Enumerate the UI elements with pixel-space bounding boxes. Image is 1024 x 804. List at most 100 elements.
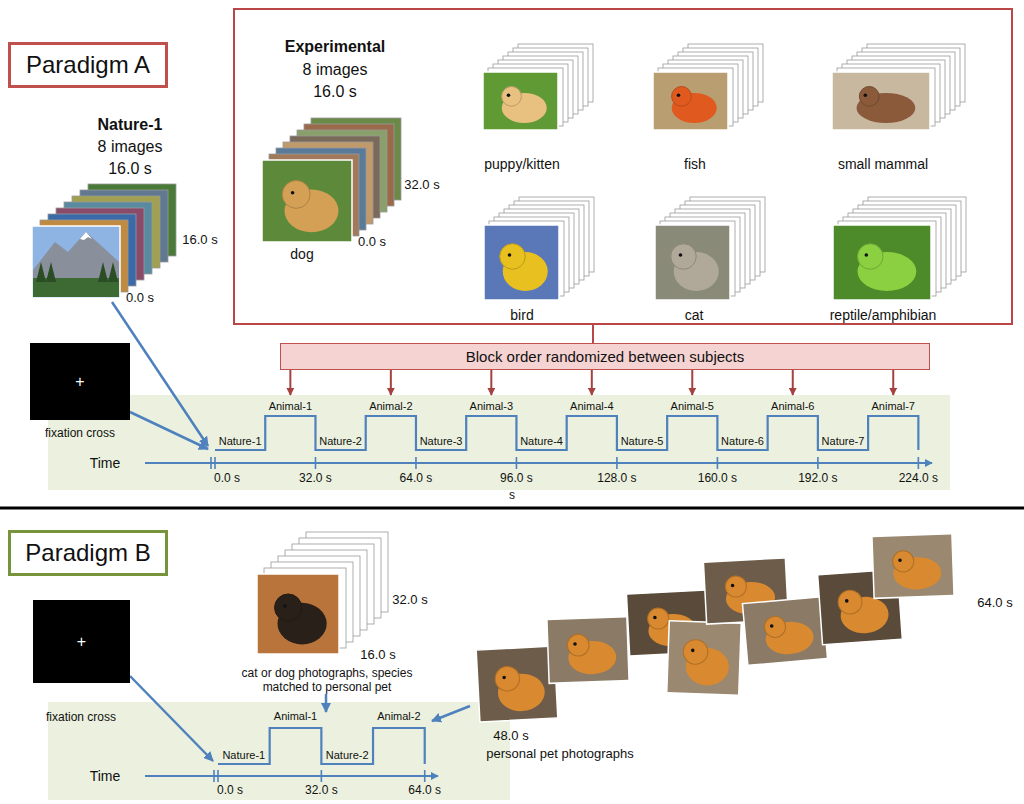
timeline-band-fill (48, 702, 510, 800)
animal-figure (839, 595, 889, 635)
axis-label: Time (90, 455, 121, 471)
animal-head (494, 666, 520, 692)
category-photo (653, 72, 728, 130)
connector-line (592, 325, 594, 343)
pet-photo-group (476, 646, 558, 722)
paradigm-title: Paradigm A (26, 51, 150, 79)
connector-arrow (591, 370, 593, 395)
time-tick (321, 770, 323, 782)
time-tick (214, 457, 216, 469)
pet-photo-group (667, 621, 741, 695)
photo-group (872, 534, 954, 599)
time-tick (918, 457, 920, 469)
photo-group (832, 72, 930, 130)
phase-label: Animal-4 (570, 400, 613, 413)
connector-arrow (490, 370, 492, 395)
time-mark: 48.0 s (493, 729, 528, 744)
animal-head (892, 550, 914, 572)
category-label: puppy/kitten (484, 156, 560, 172)
animal-head (671, 244, 697, 270)
time-tick-label: 160.0 s (698, 472, 737, 486)
animal-eye (283, 604, 287, 608)
dog-photo (257, 574, 339, 654)
connector-arrow (691, 370, 693, 395)
animal-head (500, 244, 526, 270)
time-tick (616, 457, 618, 469)
animal-head (647, 607, 669, 629)
animal-eye (502, 676, 506, 680)
phase-label: Nature-2 (319, 435, 362, 448)
animal-eye (864, 93, 868, 97)
illustration-art (0, 44, 1024, 782)
phase-label: Nature-7 (822, 435, 865, 448)
pet-photo (547, 617, 629, 684)
randomization-note: Block order randomized between subjects (280, 343, 930, 370)
animal-eye (898, 558, 902, 562)
time-tick-label: 64.0 s (400, 472, 433, 486)
stimulus-caption: cat or dog photographs, species matched … (230, 667, 425, 695)
block-detail: 8 images (98, 138, 163, 156)
block-detail: 16.0 s (313, 83, 357, 101)
time-mark: 32.0 s (404, 178, 439, 193)
timeline-band: TimeNature-1Animal-1Nature-2Animal-2Natu… (48, 395, 950, 490)
animal-head (672, 87, 692, 107)
time-mark: 16.0 s (182, 233, 217, 248)
animal-figure (893, 556, 942, 590)
animal-head (502, 87, 522, 107)
animal-eye (731, 584, 735, 588)
block-waveform (215, 416, 918, 450)
phase-label: Animal-2 (377, 710, 420, 723)
time-tick-label: 64.0 s (408, 784, 441, 798)
pet-photo (476, 646, 558, 722)
time-tick (817, 457, 819, 469)
phase-label: Animal-1 (269, 400, 312, 413)
animal-eye (691, 649, 695, 653)
time-tick-label: 0.0 s (214, 472, 240, 486)
photo-group (833, 225, 931, 300)
block-heading: Nature-1 (98, 116, 163, 134)
animal-head (275, 594, 302, 621)
screen-caption: fixation cross (45, 427, 115, 441)
fixation-screen: +fixation cross (30, 343, 130, 420)
axis-label: Time (90, 768, 121, 784)
connector-arrow (289, 370, 291, 395)
animal-head (567, 634, 590, 657)
time-tick-label: 32.0 s (299, 472, 332, 486)
time-tick (217, 770, 219, 782)
tree (108, 262, 118, 282)
photo-group (262, 160, 352, 242)
time-tick-label: 96.0 s (500, 472, 533, 486)
time-mark: 0.0 s (358, 235, 386, 250)
paradigm-label: Paradigm B (8, 530, 168, 576)
fixation-symbol: + (75, 372, 84, 390)
time-tick (415, 457, 417, 469)
category-photo (655, 225, 730, 300)
stray-unit: s (509, 489, 515, 503)
phase-label: Nature-4 (520, 435, 563, 448)
phase-label: Nature-2 (326, 749, 369, 762)
photo-group (655, 225, 730, 300)
experimental-panel: Experimental8 images16.0 s32.0 s0.0 sdog… (233, 8, 1013, 325)
time-axis (145, 462, 932, 464)
photo-group (742, 597, 827, 666)
phase-label: Animal-3 (470, 400, 513, 413)
mountain (33, 232, 119, 297)
band-fills (48, 395, 950, 800)
time-tick (717, 457, 719, 469)
photo-group (476, 646, 558, 722)
block-detail: 8 images (303, 61, 368, 79)
time-tick-label: 0.0 s (217, 784, 243, 798)
tree (98, 262, 108, 282)
fixation-screen: +fixation cross (33, 600, 130, 683)
tree (46, 262, 56, 282)
connector-arrow (892, 370, 894, 395)
animal-eye (507, 93, 511, 97)
animal-head (764, 615, 787, 638)
animal-eye (653, 616, 657, 620)
category-label: bird (510, 307, 533, 323)
pet-photo (872, 534, 954, 599)
paradigm-label: Paradigm A (8, 42, 168, 88)
photo-group (547, 617, 629, 684)
animal-head (859, 87, 879, 107)
